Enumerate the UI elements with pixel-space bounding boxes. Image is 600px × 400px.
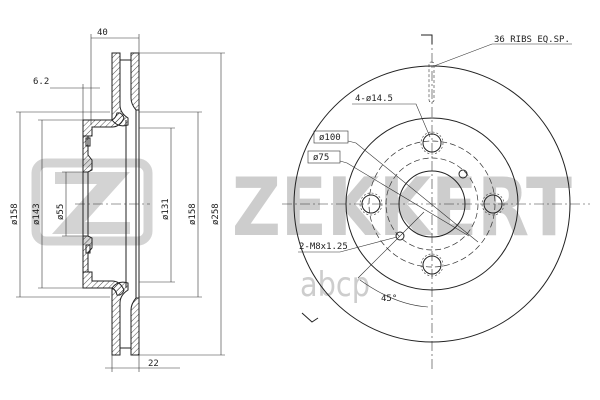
label-bolt-holes: 4-ø14.5 <box>355 94 393 104</box>
bolt-hole <box>361 194 381 214</box>
hat-top <box>82 112 125 137</box>
pcd-label-box <box>313 130 349 144</box>
dim-friction-inner: ø158 <box>188 203 198 225</box>
hat-bottom <box>82 271 125 296</box>
bolt-hole-section <box>85 137 91 147</box>
watermark-site: abcp <box>300 265 370 305</box>
leader-ribs <box>433 43 572 67</box>
label-pilot: ø75 <box>313 153 329 163</box>
dim-hat-thickness: 6.2 <box>33 77 49 87</box>
dim-inner-ring: ø131 <box>161 198 171 220</box>
dim-outer-diameter: ø258 <box>211 203 221 225</box>
dim-hub-outer: ø158 <box>10 203 20 225</box>
bolt-holes <box>359 131 505 277</box>
bolt-hole <box>422 255 442 275</box>
leader-pilot <box>339 160 470 237</box>
label-threaded: 2-M8x1.25 <box>299 242 348 252</box>
bolt-hole <box>483 194 503 214</box>
threaded-hole <box>458 169 468 179</box>
leader-pcd <box>347 140 479 243</box>
front-view: 36 RIBS EQ.SP. 4-ø14.5 ø100 ø75 2-M8x1.2… <box>282 34 590 370</box>
watermark-logo-z <box>52 172 130 234</box>
flange-right-bottom <box>130 297 140 356</box>
bolt-hole <box>422 133 442 153</box>
flange-right-top <box>130 52 140 111</box>
angle-ray <box>357 211 425 279</box>
leader-bolt-holes <box>352 103 431 138</box>
side-view: 40 6.2 ø158 ø143 ø55 ø131 ø158 ø258 22 <box>10 28 225 372</box>
dim-hat-inner: ø143 <box>32 203 42 225</box>
section-marker-bottom <box>301 312 319 323</box>
hat-wall-top <box>82 135 93 173</box>
watermark-brand: ZEKKERT <box>232 161 572 254</box>
section-marker-top <box>421 34 433 44</box>
threaded-hole <box>395 231 405 241</box>
pilot-label-box <box>307 150 341 164</box>
leader-threaded <box>298 236 398 253</box>
dim-width-total: 40 <box>97 28 108 38</box>
label-ribs: 36 RIBS EQ.SP. <box>494 35 570 45</box>
watermark: ZEKKERT abcp <box>31 158 572 305</box>
label-angle: 45° <box>381 294 397 304</box>
label-pcd: ø100 <box>319 133 341 143</box>
dim-center-bore: ø55 <box>56 204 66 220</box>
bolt-hole-section <box>85 244 91 254</box>
rib-slot <box>428 61 435 103</box>
hat-wall-bottom <box>82 235 93 273</box>
dim-disc-thickness: 22 <box>148 359 159 369</box>
angle-arc <box>359 279 429 308</box>
